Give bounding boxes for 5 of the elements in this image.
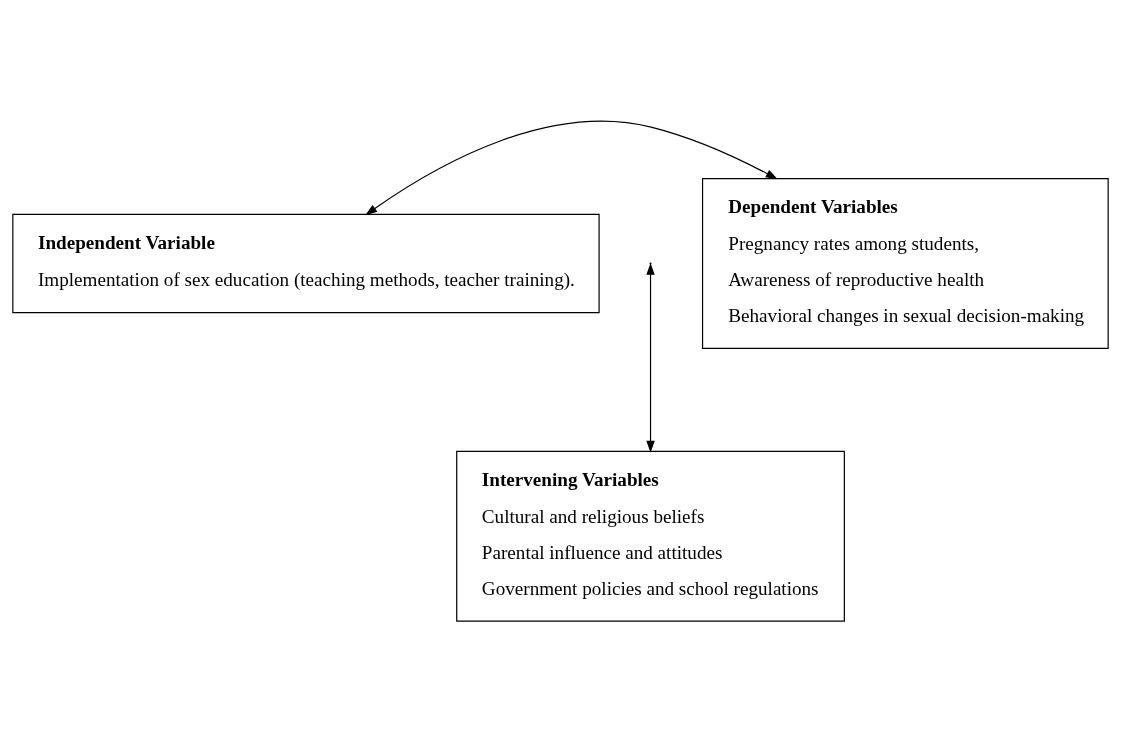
node-box: Intervening Variables Cultural and religious beliefs Parental influence and attitudes Government policies and school regulations	[456, 450, 845, 622]
node-box: Dependent Variables Pregnancy rates among students, Awareness of reproductive health Behavioral changes in sexual decision-making	[701, 177, 1109, 350]
arrow	[646, 262, 655, 453]
node-box: Independent Variable Implementation of sex education (teaching methods, teacher training).	[12, 213, 600, 314]
arrow	[365, 120, 778, 216]
